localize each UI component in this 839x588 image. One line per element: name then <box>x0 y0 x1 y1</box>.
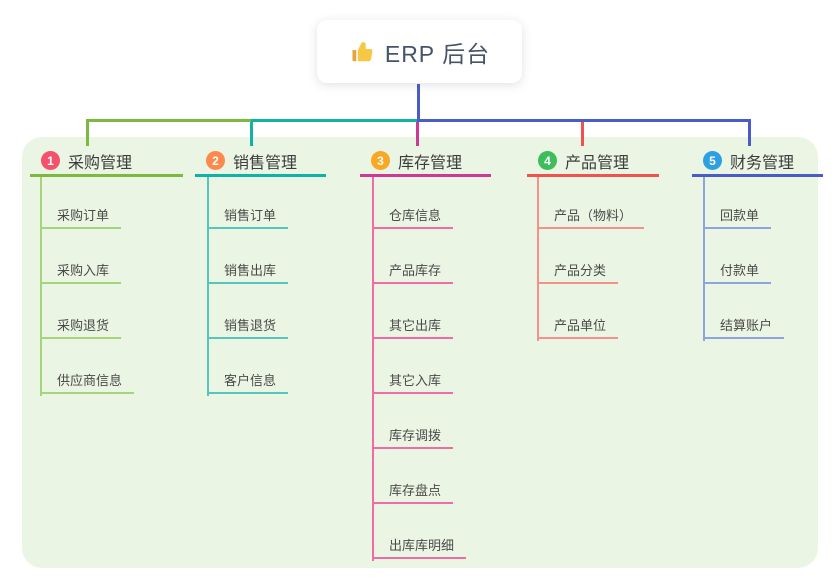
connector-drop-4 <box>580 119 584 146</box>
branch-4-child-rail <box>537 177 539 341</box>
branch-5-child-rail <box>703 177 705 341</box>
branch-header-1[interactable]: 1 采购管理 <box>30 147 183 177</box>
child-label: 销售订单 <box>224 208 277 223</box>
branch-3-child-rail <box>372 177 374 561</box>
child-node[interactable]: 销售退货 <box>207 311 289 339</box>
child-node[interactable]: 销售出库 <box>207 256 289 284</box>
root-node[interactable]: ERP 后台 <box>317 20 522 83</box>
thumbs-up-icon <box>349 39 375 65</box>
child-label: 回款单 <box>720 208 760 223</box>
branch-badge-3: 3 <box>371 151 390 170</box>
connector-drop-3 <box>415 119 419 146</box>
child-node[interactable]: 付款单 <box>703 256 772 284</box>
child-label: 仓库信息 <box>389 208 442 223</box>
child-node[interactable]: 采购退货 <box>40 311 122 339</box>
connector-root-stem <box>417 84 420 122</box>
root-title: ERP 后台 <box>384 40 491 67</box>
child-label: 销售出库 <box>224 263 277 278</box>
child-label: 库存盘点 <box>389 483 442 498</box>
child-label: 其它出库 <box>389 318 442 333</box>
child-node[interactable]: 客户信息 <box>207 366 289 394</box>
child-label: 采购订单 <box>57 208 110 223</box>
child-node[interactable]: 产品库存 <box>372 256 454 284</box>
branch-header-4[interactable]: 4 产品管理 <box>527 147 659 177</box>
child-label: 产品库存 <box>389 263 442 278</box>
branch-2-child-rail <box>207 177 209 396</box>
child-label: 产品分类 <box>554 263 607 278</box>
branch-label-2: 销售管理 <box>233 154 298 172</box>
connector-bus-right-blue <box>418 119 751 122</box>
child-node[interactable]: 采购订单 <box>40 201 122 229</box>
child-node[interactable]: 结算账户 <box>703 311 785 339</box>
branch-badge-2: 2 <box>206 151 225 170</box>
branch-header-5[interactable]: 5 财务管理 <box>692 147 823 177</box>
child-node[interactable]: 回款单 <box>703 201 772 229</box>
connector-bus-mid-teal <box>251 119 420 122</box>
branch-label-1: 采购管理 <box>68 154 133 172</box>
child-node[interactable]: 出库库明细 <box>372 531 467 559</box>
child-label: 供应商信息 <box>57 373 123 388</box>
branch-badge-5: 5 <box>703 151 722 170</box>
connector-drop-2 <box>249 119 253 146</box>
child-node[interactable]: 仓库信息 <box>372 201 454 229</box>
branch-header-3[interactable]: 3 库存管理 <box>360 147 491 177</box>
branch-label-3: 库存管理 <box>398 154 463 172</box>
connector-drop-1 <box>85 119 89 146</box>
child-label: 库存调拨 <box>389 428 442 443</box>
child-label: 客户信息 <box>224 373 277 388</box>
child-label: 结算账户 <box>720 318 773 333</box>
child-label: 产品单位 <box>554 318 607 333</box>
child-node[interactable]: 产品分类 <box>537 256 619 284</box>
branch-label-4: 产品管理 <box>565 154 630 172</box>
child-node[interactable]: 供应商信息 <box>40 366 135 394</box>
child-label: 出库库明细 <box>389 538 455 553</box>
child-node[interactable]: 产品单位 <box>537 311 619 339</box>
branch-header-2[interactable]: 2 销售管理 <box>195 147 326 177</box>
child-node[interactable]: 库存调拨 <box>372 421 454 449</box>
branch-badge-4: 4 <box>538 151 557 170</box>
child-label: 付款单 <box>720 263 760 278</box>
connector-drop-5 <box>747 119 751 146</box>
child-label: 产品（物料） <box>554 208 633 223</box>
branches-panel <box>22 137 818 568</box>
branch-badge-1: 1 <box>41 151 60 170</box>
child-node[interactable]: 产品（物料） <box>537 201 645 229</box>
branch-1-child-rail <box>40 177 42 396</box>
child-label: 销售退货 <box>224 318 277 333</box>
child-node[interactable]: 其它入库 <box>372 366 454 394</box>
connector-bus-left-green <box>87 119 252 122</box>
child-label: 采购退货 <box>57 318 110 333</box>
child-label: 其它入库 <box>389 373 442 388</box>
child-node[interactable]: 库存盘点 <box>372 476 454 504</box>
child-node[interactable]: 其它出库 <box>372 311 454 339</box>
child-node[interactable]: 销售订单 <box>207 201 289 229</box>
child-label: 采购入库 <box>57 263 110 278</box>
child-node[interactable]: 采购入库 <box>40 256 122 284</box>
branch-label-5: 财务管理 <box>730 154 795 172</box>
